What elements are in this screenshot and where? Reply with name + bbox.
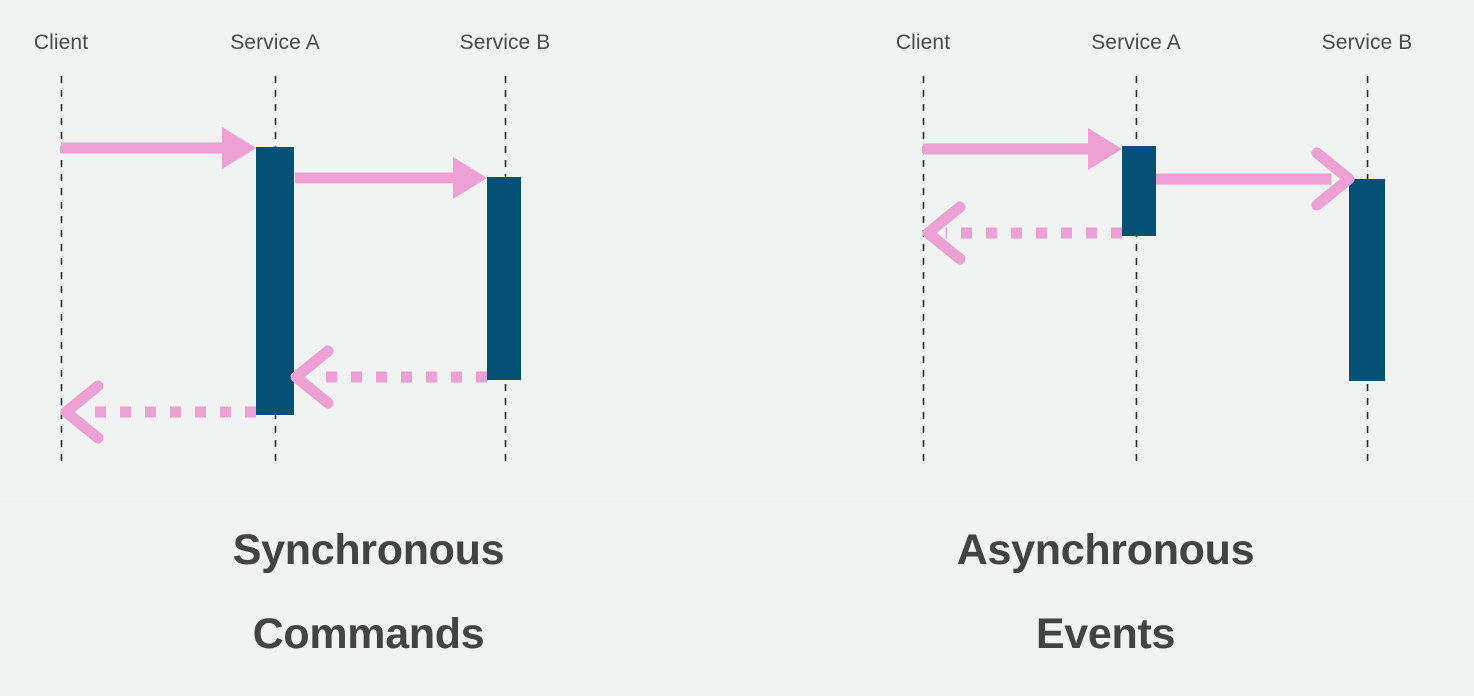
activation-bar-service-b <box>487 177 521 380</box>
sequence-diagram-synchronous <box>60 76 521 462</box>
message-service-a-to-client-ack <box>922 201 1122 265</box>
caption-synchronous-line2: Commands <box>252 610 485 658</box>
lane-label-client: Client <box>895 31 951 54</box>
lane-label-service-b: Service B <box>1321 31 1413 54</box>
panel-synchronous-commands: Client Service A Service B Synchronous C… <box>33 31 551 658</box>
sequence-diagram-asynchronous <box>922 76 1385 462</box>
caption-asynchronous-line2: Events <box>1035 610 1176 658</box>
message-shaft <box>295 172 453 184</box>
activation-bar-service-a <box>256 147 294 415</box>
message-service-a-to-client-response <box>60 380 256 444</box>
arrowhead-chevron <box>922 201 966 265</box>
caption-asynchronous-line1: Asynchronous <box>956 526 1255 574</box>
lane-label-service-b: Service B <box>459 31 551 54</box>
lane-label-service-a: Service A <box>1091 31 1181 54</box>
arrowhead-triangle <box>222 127 256 169</box>
activation-bar-service-b <box>1349 179 1385 381</box>
arrowhead-chevron <box>290 345 334 409</box>
message-client-to-service-a-request <box>61 127 256 169</box>
panel-divider <box>0 496 1474 497</box>
arrowhead-chevron <box>1311 147 1355 211</box>
message-service-a-to-service-b-event <box>1156 147 1355 211</box>
activation-bar-service-a <box>1122 146 1156 236</box>
panel-asynchronous-events: Client Service A Service B Asynchronous … <box>737 0 1474 696</box>
lane-label-client: Client <box>33 31 89 54</box>
caption-synchronous-line1: Synchronous <box>232 526 505 574</box>
message-service-b-to-service-a-response <box>290 345 487 409</box>
message-shaft <box>61 142 222 154</box>
lane-label-service-a: Service A <box>230 31 320 54</box>
message-shaft <box>923 143 1088 155</box>
message-service-a-to-service-b-request <box>295 157 487 199</box>
arrowhead-chevron <box>60 380 104 444</box>
arrowhead-triangle <box>453 157 487 199</box>
message-client-to-service-a-request <box>923 128 1122 170</box>
arrowhead-triangle <box>1088 128 1122 170</box>
